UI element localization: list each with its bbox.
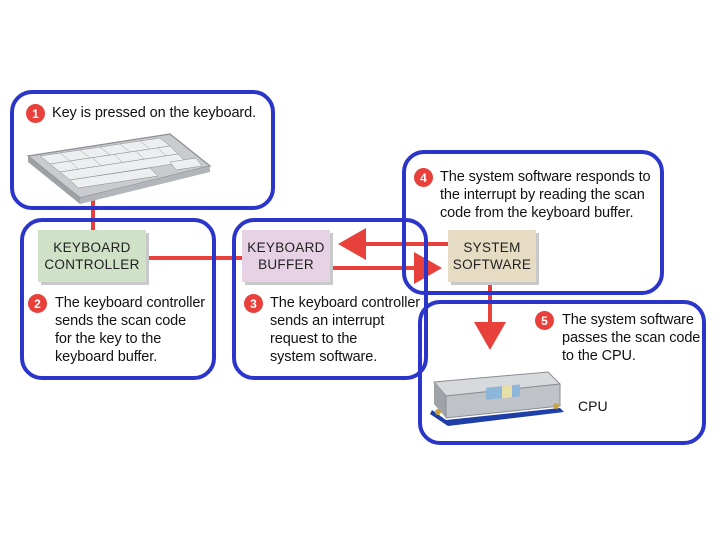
step-3-outline: [232, 218, 428, 380]
keyboard-icon: [26, 133, 212, 204]
step-5-text: The system software passes the scan code…: [562, 312, 701, 364]
step-4-badge: 4: [414, 168, 433, 187]
step-3-badge: 3: [244, 294, 263, 313]
step-5-badge: 5: [535, 311, 554, 330]
step-4-text: The system software responds to the inte…: [440, 169, 651, 221]
keyboard-controller-label: KEYBOARD CONTROLLER: [44, 240, 140, 272]
step-2-badge: 2: [28, 294, 47, 313]
cpu-icon: [430, 371, 564, 426]
step-1-badge: 1: [26, 104, 45, 123]
step-2-text: The keyboard controller sends the scan c…: [55, 295, 206, 365]
step-5-outline: [418, 300, 706, 445]
keyboard-buffer-label: KEYBOARD BUFFER: [247, 240, 325, 272]
step-4-outline: [402, 150, 664, 295]
step-1-text: Key is pressed on the keyboard.: [52, 105, 257, 121]
system-software-box: SYSTEM SOFTWARE: [448, 230, 536, 282]
step-3-text: The keyboard controller sends an interru…: [270, 295, 421, 365]
cpu-label: CPU: [578, 398, 608, 414]
keyboard-buffer-box: KEYBOARD BUFFER: [242, 230, 330, 282]
system-software-label: SYSTEM SOFTWARE: [452, 240, 532, 272]
step-1-outline: [10, 90, 275, 210]
step-2-outline: [20, 218, 216, 380]
keyboard-controller-box: KEYBOARD CONTROLLER: [38, 230, 146, 282]
